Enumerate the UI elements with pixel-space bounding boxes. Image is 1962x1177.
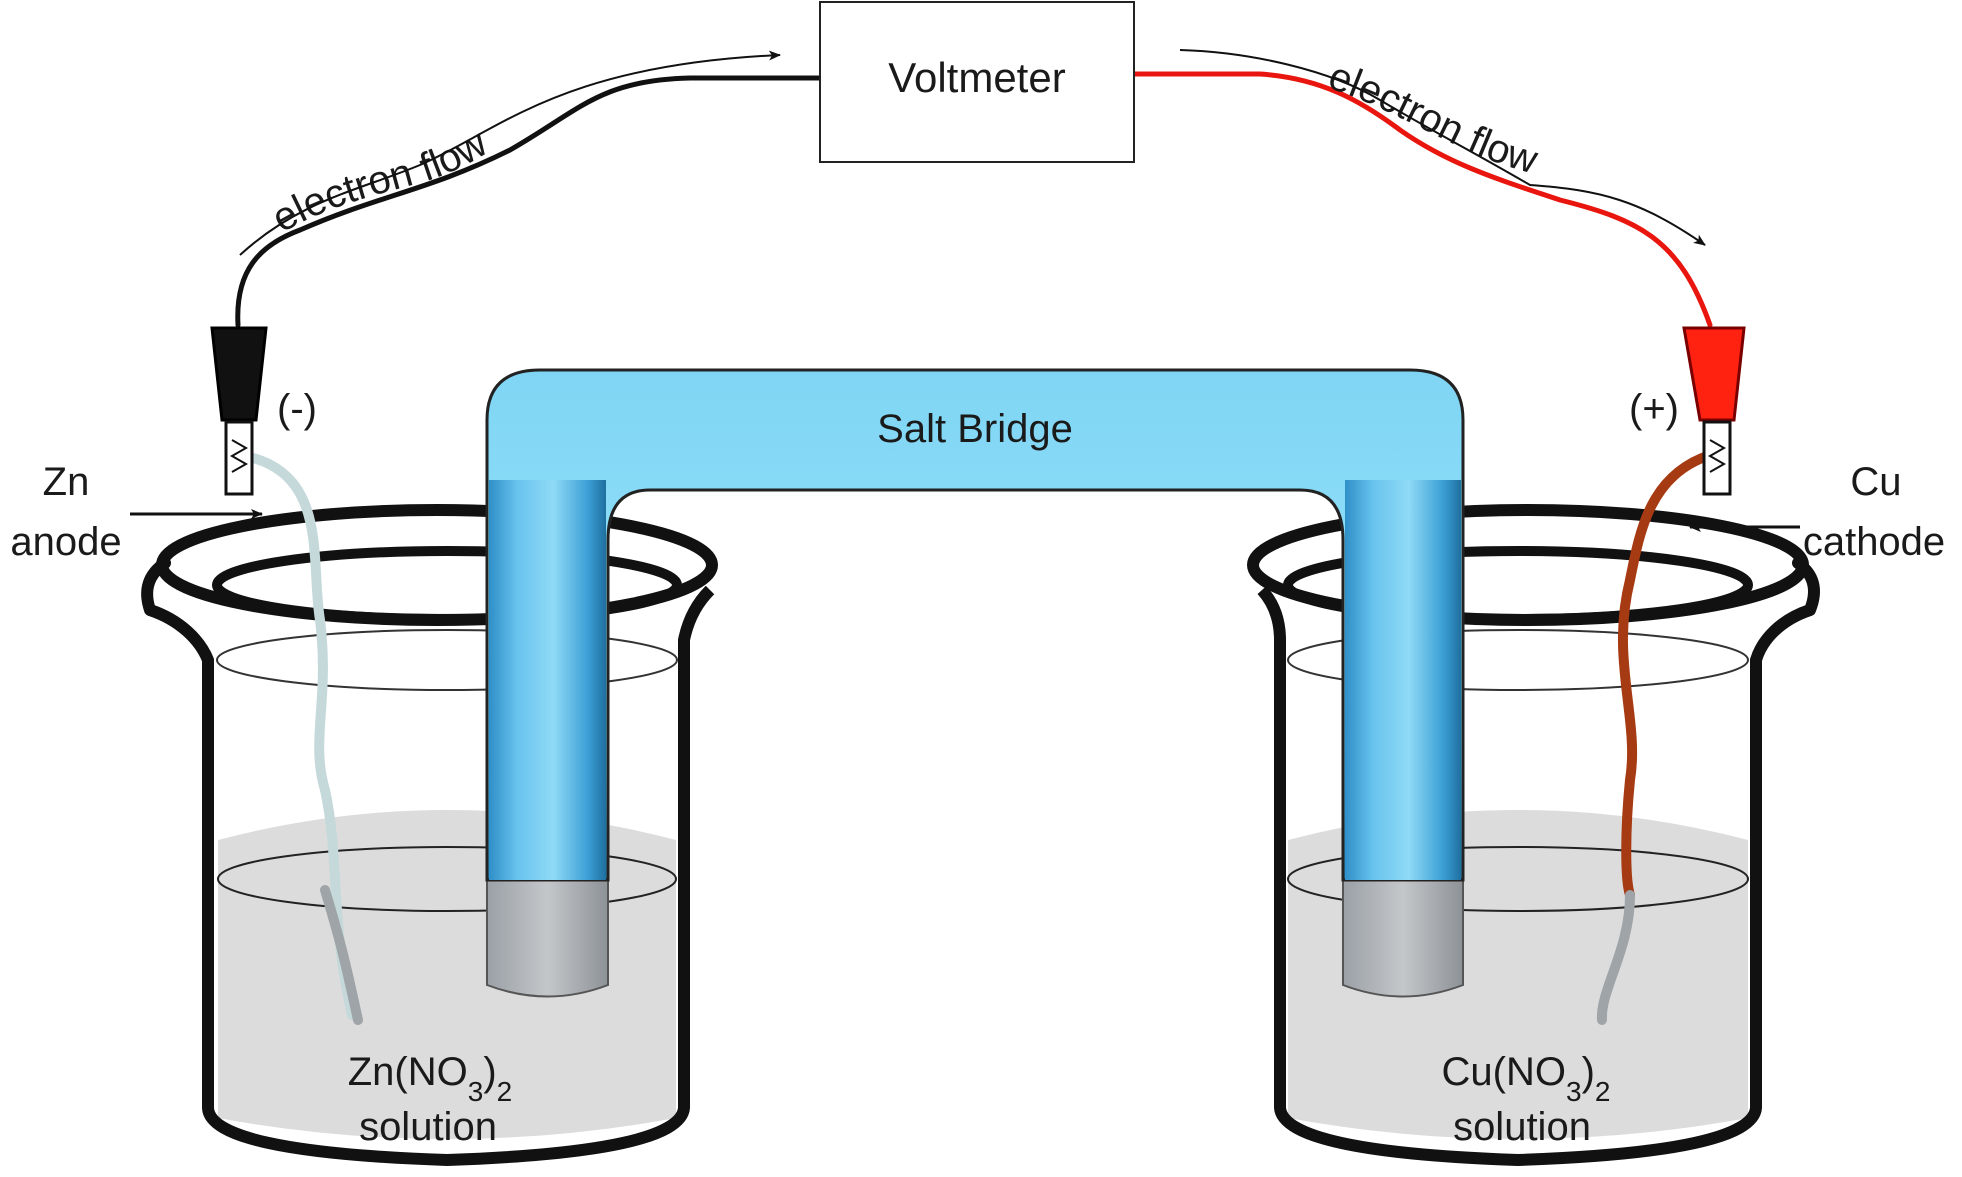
right-electron-flow-label: electron flow	[1323, 54, 1542, 182]
right-solution-surface	[1287, 846, 1749, 912]
left-formula-mid: )	[483, 1050, 496, 1094]
zn-electrode-rod	[235, 450, 357, 1020]
right-clip-jaw	[1702, 420, 1732, 496]
cu-electrode	[1596, 450, 1715, 1025]
zn-electrode	[235, 450, 363, 1025]
left-beaker-spout	[141, 557, 171, 616]
right-flow-arrow	[1179, 49, 1706, 246]
voltmeter-label: Voltmeter	[888, 54, 1065, 101]
cathode-polarity-label: (+)	[1629, 387, 1679, 431]
zn-electrode-submerged	[320, 885, 363, 1025]
left-clip-body	[210, 326, 268, 422]
left-solution-formula: Zn(NO3)2	[348, 1050, 512, 1107]
anode-metal-label: Zn	[43, 460, 90, 504]
cu-electrode-rod	[1617, 450, 1715, 900]
right-clip-teeth	[1707, 439, 1727, 473]
left-beaker-wall	[147, 585, 715, 1166]
left-formula-sub2: 2	[497, 1076, 513, 1107]
anode-polarity-label: (-)	[277, 387, 317, 431]
salt-bridge-right-submerged	[1342, 869, 1464, 998]
right-beaker-wall	[1257, 585, 1813, 1166]
right-clip-body	[1682, 326, 1746, 422]
right-formula-sub2: 2	[1595, 1076, 1611, 1107]
left-clip-jaw	[224, 420, 254, 496]
cu-electrode-submerged	[1596, 890, 1635, 1025]
right-formula-mid: )	[1582, 1050, 1595, 1094]
left-beaker-rim-inner	[212, 546, 682, 624]
right-clip	[1682, 326, 1746, 496]
left-clip	[210, 326, 268, 496]
right-solution-word: solution	[1453, 1105, 1591, 1149]
right-beaker-rim-inner	[1283, 546, 1753, 624]
left-solution-surface	[217, 846, 677, 912]
left-solution-word: solution	[359, 1105, 497, 1149]
right-beaker-spout	[1792, 557, 1820, 616]
right-wire	[1131, 71, 1713, 328]
voltmeter: Voltmeter	[819, 1, 1135, 163]
voltmeter-box	[819, 1, 1135, 163]
left-beaker-line	[216, 629, 678, 691]
salt-bridge-label: Salt Bridge	[877, 407, 1073, 451]
right-formula-sub1: 3	[1566, 1076, 1582, 1107]
left-clip-teeth	[229, 439, 249, 473]
salt-bridge: Salt Bridge	[485, 368, 1465, 998]
salt-bridge-left-leg-shade	[489, 480, 606, 880]
cathode-metal-label: Cu	[1850, 460, 1901, 504]
right-formula-prefix: Cu(NO	[1442, 1050, 1566, 1094]
cathode-role-label: cathode	[1803, 520, 1945, 564]
anode-role-label: anode	[10, 520, 121, 564]
right-solution-formula: Cu(NO3)2	[1442, 1050, 1611, 1107]
left-formula-sub1: 3	[468, 1076, 484, 1107]
left-flow-arrow	[239, 50, 781, 256]
right-beaker-line	[1287, 629, 1749, 691]
salt-bridge-left-submerged	[486, 869, 609, 998]
left-wire	[235, 75, 825, 328]
left-formula-prefix: Zn(NO	[348, 1050, 468, 1094]
salt-bridge-right-leg-shade	[1345, 480, 1461, 880]
